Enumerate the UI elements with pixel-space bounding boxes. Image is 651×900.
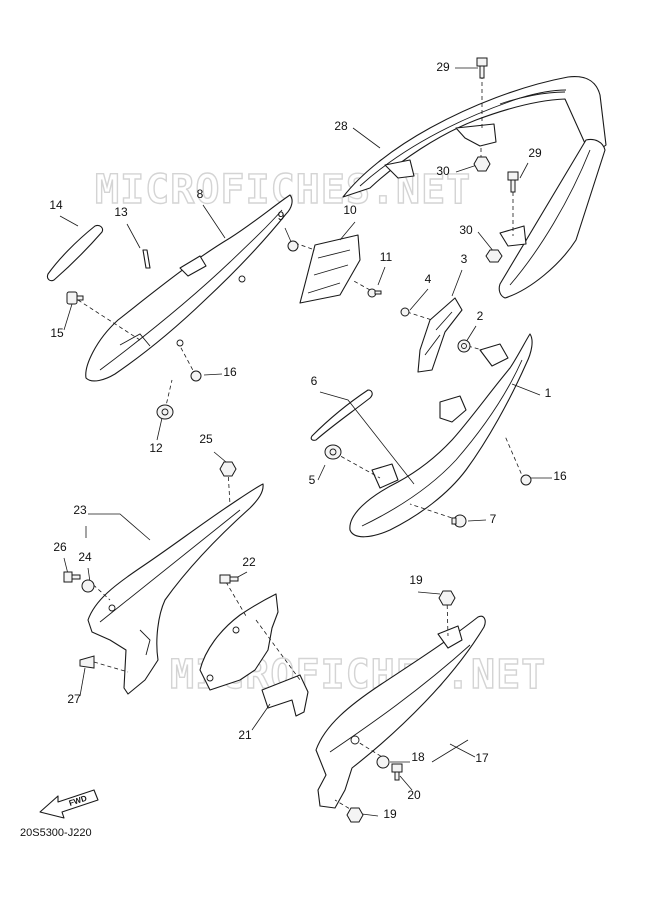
callout-10: 10 [343,203,357,217]
left-clip-strip [142,249,151,269]
nut-19b [346,807,364,823]
grommet-5 [324,444,342,460]
bolt-26 [63,571,81,583]
diagram-reference-code: 20S5300-J220 [20,827,92,839]
left-side-cover-upper [85,194,293,382]
callout-24: 24 [78,550,92,564]
center-lower-plate [199,593,309,717]
bolt-22 [219,574,239,584]
screw-9 [287,240,299,252]
screw-11 [367,288,382,298]
callout-15: 15 [50,326,64,340]
nut-25 [219,461,237,477]
callout-28: 28 [334,119,348,133]
callout-30: 30 [436,164,450,178]
callout-1: 1 [545,386,552,400]
collar-24 [81,579,95,593]
callout-26: 26 [53,540,67,554]
center-bracket [299,234,361,304]
grommet-12 [156,404,174,420]
callout-2: 2 [477,309,484,323]
callout-3: 3 [461,252,468,266]
callout-21: 21 [238,728,252,742]
nut-16a [190,370,202,382]
grommet-15 [66,291,84,305]
callout-23: 23 [73,503,87,517]
nut-30b [485,249,503,263]
callout-17: 17 [475,751,489,765]
callout-19: 19 [409,573,423,587]
callout-8: 8 [197,187,204,201]
right-trim-piece [310,389,373,441]
callout-19: 19 [383,807,397,821]
bolt-29b [507,171,519,193]
callout-25: 25 [199,432,213,446]
callout-20: 20 [407,788,421,802]
right-small-bracket [417,297,463,373]
nut-16b [520,474,532,486]
callout-7: 7 [490,512,497,526]
rivet-27 [79,655,95,669]
screw-4 [400,307,410,317]
screw-7 [451,514,467,528]
left-side-cover-lower [87,483,264,695]
callout-29: 29 [436,60,450,74]
callout-13: 13 [114,205,128,219]
bolt-20 [391,763,403,781]
callout-5: 5 [309,473,316,487]
callout-leaders [59,67,552,817]
callout-6: 6 [311,374,318,388]
collar-2 [457,339,471,353]
left-trim-piece [46,224,104,282]
callout-16: 16 [553,469,567,483]
bolt-29a [476,57,488,79]
callout-27: 27 [67,692,81,706]
callout-11: 11 [380,250,393,264]
callout-14: 14 [49,198,63,212]
collar-18 [376,755,390,769]
callout-9: 9 [278,209,285,223]
callout-16: 16 [223,365,237,379]
nut-30a [473,156,491,172]
callout-4: 4 [425,272,432,286]
right-side-cover-lower [315,615,486,809]
nut-19a [438,590,456,606]
callout-30: 30 [459,223,473,237]
callout-22: 22 [242,555,256,569]
callout-12: 12 [149,441,163,455]
forward-direction-arrow: FWD [39,789,99,819]
right-side-cover-upper [349,333,533,538]
hardware-fasteners [63,57,532,823]
callout-18: 18 [411,750,425,764]
callout-29: 29 [528,146,542,160]
